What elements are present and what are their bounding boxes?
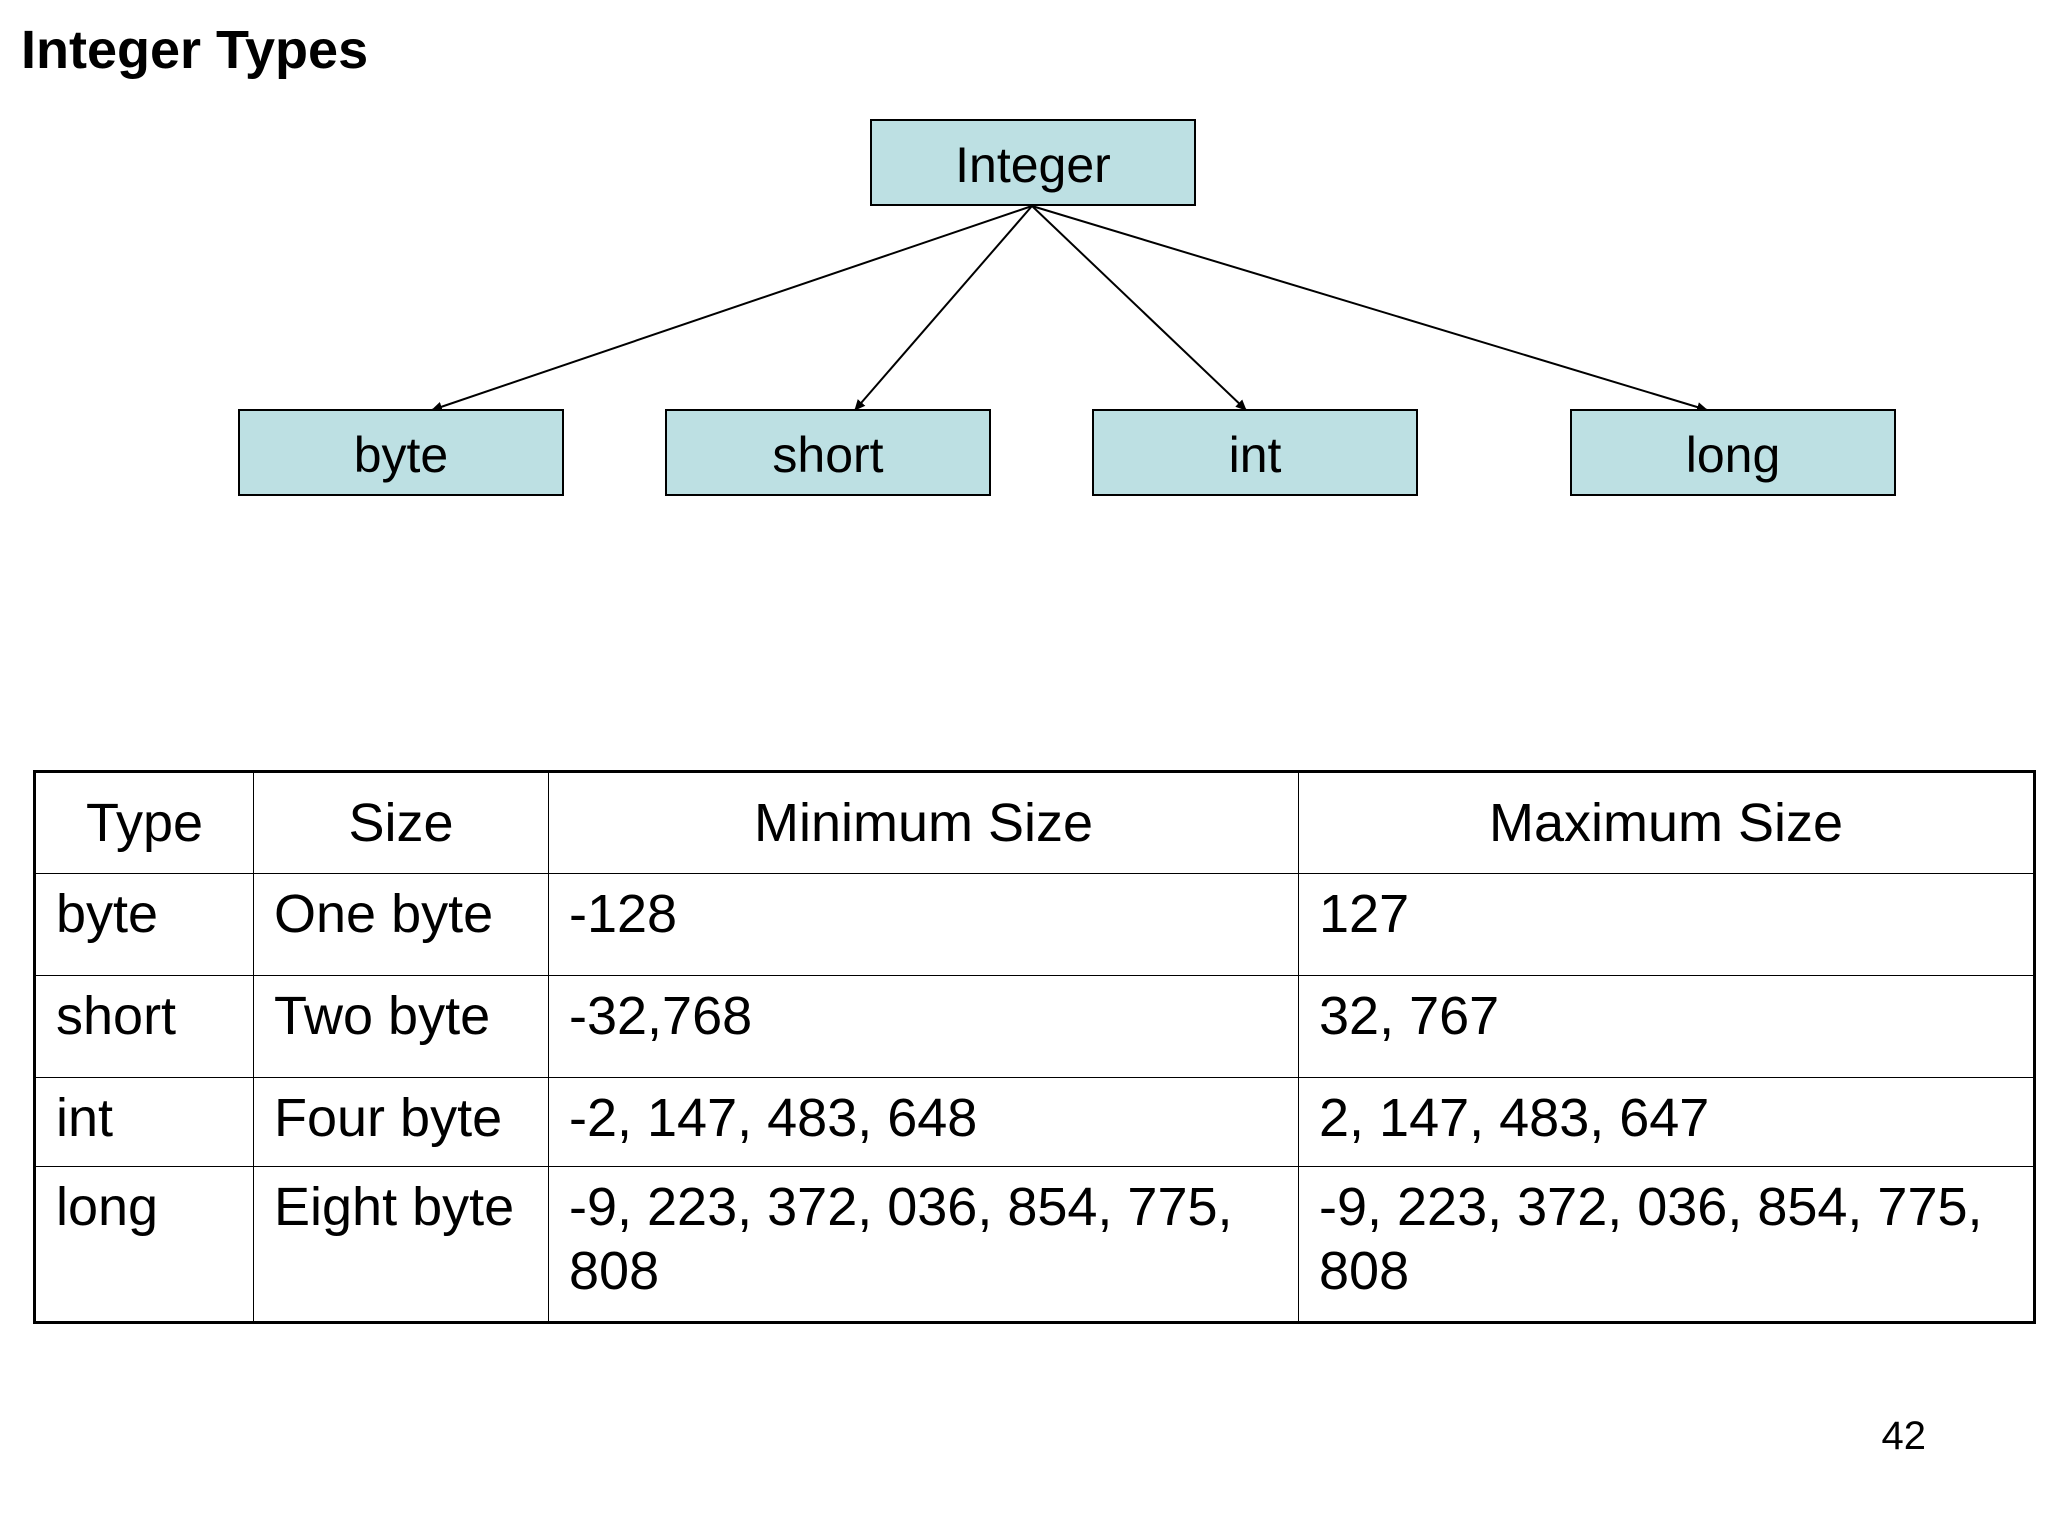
child-node-short: short	[665, 409, 991, 496]
cell-type: short	[34, 975, 254, 1078]
cell-size: One byte	[253, 873, 549, 976]
cell-size: Two byte	[253, 975, 549, 1078]
slide-title: Integer Types	[21, 20, 369, 80]
cell-minimum-size: -32,768	[548, 975, 1299, 1078]
integer-types-table: Type Size Minimum Size Maximum Size byte…	[33, 770, 2036, 1324]
column-header-maximum-size: Maximum Size	[1298, 771, 2035, 874]
child-node-byte: byte	[238, 409, 564, 496]
cell-type: int	[34, 1077, 254, 1167]
cell-size: Eight byte	[253, 1166, 549, 1323]
root-node-integer: Integer	[870, 119, 1196, 206]
child-node-long: long	[1570, 409, 1896, 496]
table-header-row: Type Size Minimum Size Maximum Size	[34, 771, 2035, 874]
cell-size: Four byte	[253, 1077, 549, 1167]
column-header-size: Size	[253, 771, 549, 874]
page-number: 42	[1881, 1414, 1927, 1458]
table-row: short Two byte -32,768 32, 767	[34, 975, 2035, 1078]
integer-type-hierarchy-diagram: Integer byte short int long	[238, 119, 1896, 496]
cell-maximum-size: 32, 767	[1298, 975, 2035, 1078]
child-node-label: int	[1229, 427, 1282, 483]
child-node-int: int	[1092, 409, 1418, 496]
cell-minimum-size: -2, 147, 483, 648	[548, 1077, 1299, 1167]
child-node-label: byte	[354, 427, 449, 483]
edge-integer-to-short	[854, 205, 1033, 411]
edge-integer-to-byte	[431, 205, 1033, 412]
cell-type: long	[34, 1166, 254, 1323]
child-node-label: long	[1686, 427, 1781, 483]
edge-integer-to-long	[1031, 205, 1708, 412]
root-node-label: Integer	[955, 137, 1111, 193]
cell-minimum-size: -128	[548, 873, 1299, 976]
cell-maximum-size: -9, 223, 372, 036, 854, 775, 808	[1298, 1166, 2035, 1323]
table-row: int Four byte -2, 147, 483, 648 2, 147, …	[34, 1077, 2035, 1167]
cell-maximum-size: 127	[1298, 873, 2035, 976]
column-header-minimum-size: Minimum Size	[548, 771, 1299, 874]
edge-integer-to-int	[1031, 205, 1247, 411]
table-row: byte One byte -128 127	[34, 873, 2035, 976]
cell-maximum-size: 2, 147, 483, 647	[1298, 1077, 2035, 1167]
table-row: long Eight byte -9, 223, 372, 036, 854, …	[34, 1166, 2035, 1323]
cell-type: byte	[34, 873, 254, 976]
child-node-label: short	[772, 427, 883, 483]
column-header-type: Type	[34, 771, 254, 874]
diagram-edges	[431, 205, 1708, 412]
cell-minimum-size: -9, 223, 372, 036, 854, 775, 808	[548, 1166, 1299, 1323]
